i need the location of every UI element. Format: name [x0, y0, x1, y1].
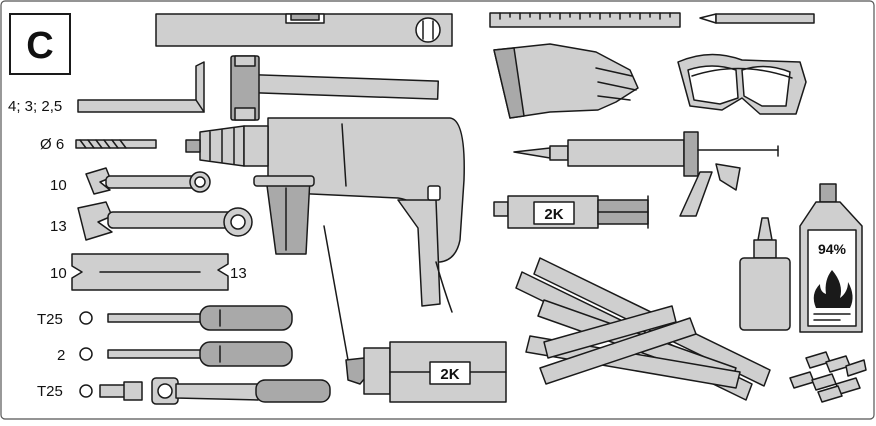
solvent-percent-label: 94% [818, 241, 847, 257]
section-label-box: C [9, 13, 71, 75]
wrench-10-label: 10 [50, 177, 67, 194]
drill-bit-label: Ø 6 [40, 136, 64, 153]
two-component-syringe [493, 195, 649, 229]
screwdriver-phillips-label: 2 [57, 347, 65, 364]
glue-bottle [739, 217, 791, 331]
section-label: C [26, 25, 53, 67]
spanner-plate-left-label: 10 [50, 265, 67, 282]
drill-bit [75, 139, 157, 149]
ratchet-bit-label: T25 [37, 383, 63, 400]
allen-keys-label: 4; 3; 2,5 [8, 98, 62, 115]
work-glove [493, 43, 639, 119]
wrench-13-label: 13 [50, 218, 67, 235]
pencil [699, 13, 815, 24]
spirit-level [155, 13, 453, 47]
caulk-gun [513, 131, 779, 217]
allen-keys [77, 61, 205, 113]
flammable-flame-icon [813, 270, 853, 308]
spanner-plate-right-label: 13 [230, 265, 247, 282]
spanner-plate [71, 253, 229, 291]
felt-pads [789, 351, 867, 403]
hammer [230, 55, 440, 121]
ruler [489, 12, 681, 28]
screwdriver-torx-label: T25 [37, 311, 63, 328]
cartridge-2k-badge: 2K [440, 366, 459, 383]
wrench-13 [77, 201, 253, 241]
syringe-2k-badge: 2K [544, 206, 563, 223]
wooden-slats [515, 257, 771, 401]
safety-goggles [677, 53, 807, 115]
power-drill [185, 117, 465, 313]
wrench-10 [85, 167, 211, 195]
solvent-bottle [799, 183, 863, 333]
two-component-cartridge [323, 225, 507, 403]
screwdriver-phillips [79, 341, 293, 367]
ratchet-wrench [79, 377, 331, 405]
screwdriver-torx [79, 305, 293, 331]
